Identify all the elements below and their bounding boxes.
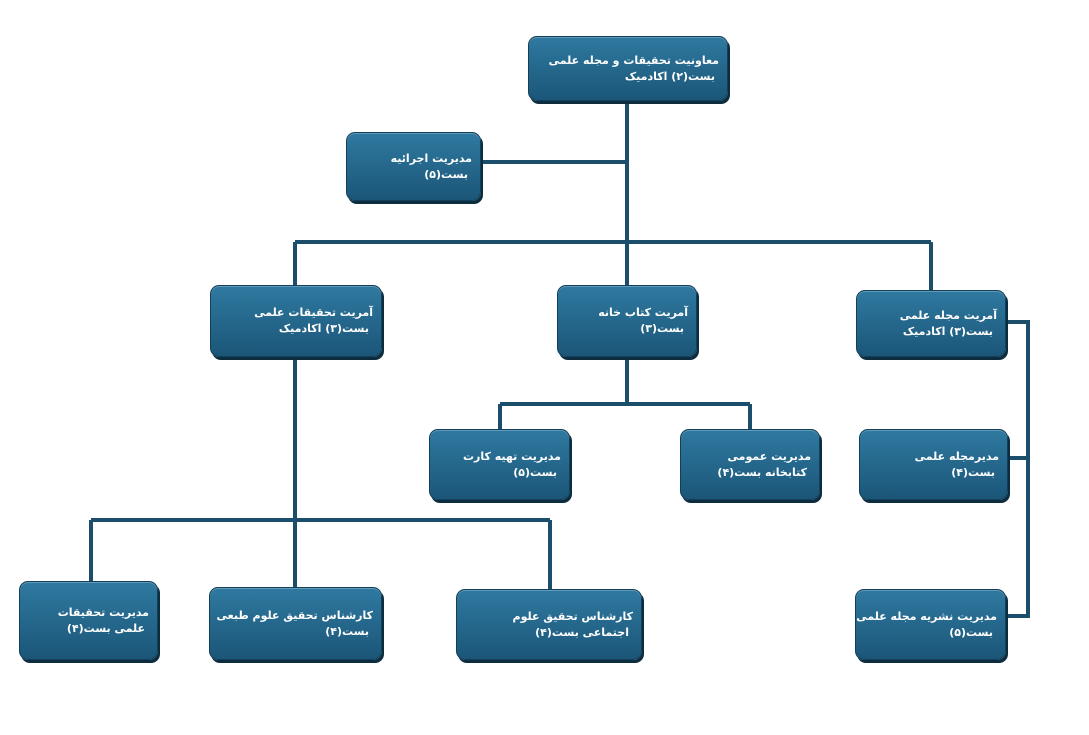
- node-publish-grade: بست(۵): [949, 625, 993, 639]
- node-publib[interactable]: مدیریت عمومی کتابخانه بست(۴): [680, 429, 820, 500]
- node-library-grade: بست(۳): [640, 322, 684, 335]
- node-root-grade: بست(۲) اکادمیک: [624, 69, 715, 83]
- node-exec-title: مدیریت اجرائیه: [390, 151, 472, 165]
- node-natsci[interactable]: کارشناس تحقیق علوم طبعی بست(۴): [209, 587, 382, 660]
- node-journalmgr[interactable]: مدیرمجله علمی بست(۴): [859, 429, 1008, 500]
- node-socsci-grade: اجتماعی بست(۴): [535, 625, 629, 639]
- node-resmgr-title: مدیریت تحقیقات: [57, 605, 149, 619]
- node-library[interactable]: آمریت کتاب خانه بست(۳): [557, 285, 697, 357]
- node-research-grade: بست(۳) اکادمیک: [278, 322, 369, 335]
- node-exec-grade: بست(۵): [424, 167, 468, 181]
- node-resmgr-grade: علمی بست(۴): [66, 621, 145, 635]
- node-journal-title: آمریت مجله علمی: [899, 308, 997, 322]
- node-natsci-title: کارشناس تحقیق علوم طبعی: [216, 608, 374, 622]
- node-journalmgr-title: مدیرمجله علمی: [914, 449, 999, 463]
- node-research-title: آمریت تحقیقات علمی: [254, 306, 373, 319]
- node-publib-title: مدیریت عمومی: [727, 449, 811, 463]
- node-root[interactable]: معاونیت تحقیقات و مجله علمی بست(۲) اکادم…: [528, 36, 728, 101]
- node-resmgr[interactable]: مدیریت تحقیقات علمی بست(۴): [19, 581, 158, 660]
- node-socsci[interactable]: کارشناس تحقیق علوم اجتماعی بست(۴): [456, 589, 642, 660]
- node-root-title: معاونیت تحقیقات و مجله علمی: [548, 53, 719, 67]
- node-socsci-title: کارشناس تحقیق علوم: [512, 609, 633, 623]
- node-card-grade: بست(۵): [513, 465, 557, 479]
- node-journal[interactable]: آمریت مجله علمی بست(۳) اکادمیک: [856, 290, 1006, 357]
- connector-journal-rail: [1005, 320, 1030, 618]
- node-publish-title: مدیریت نشریه مجله علمی: [856, 609, 997, 623]
- node-exec[interactable]: مدیریت اجرائیه بست(۵): [346, 132, 481, 201]
- node-card[interactable]: مدیریت تهیه کارت بست(۵): [429, 429, 570, 500]
- node-research[interactable]: آمریت تحقیقات علمی بست(۳) اکادمیک: [210, 285, 382, 357]
- node-journalmgr-grade: بست(۴): [951, 465, 995, 479]
- node-card-title: مدیریت تهیه کارت: [462, 449, 561, 463]
- node-natsci-grade: بست(۴): [325, 624, 369, 638]
- node-publish[interactable]: مدیریت نشریه مجله علمی بست(۵): [855, 589, 1006, 660]
- node-publib-grade: کتابخانه بست(۴): [717, 465, 807, 479]
- node-library-title: آمریت کتاب خانه: [598, 306, 688, 319]
- node-journal-grade: بست(۳) اکادمیک: [902, 324, 993, 338]
